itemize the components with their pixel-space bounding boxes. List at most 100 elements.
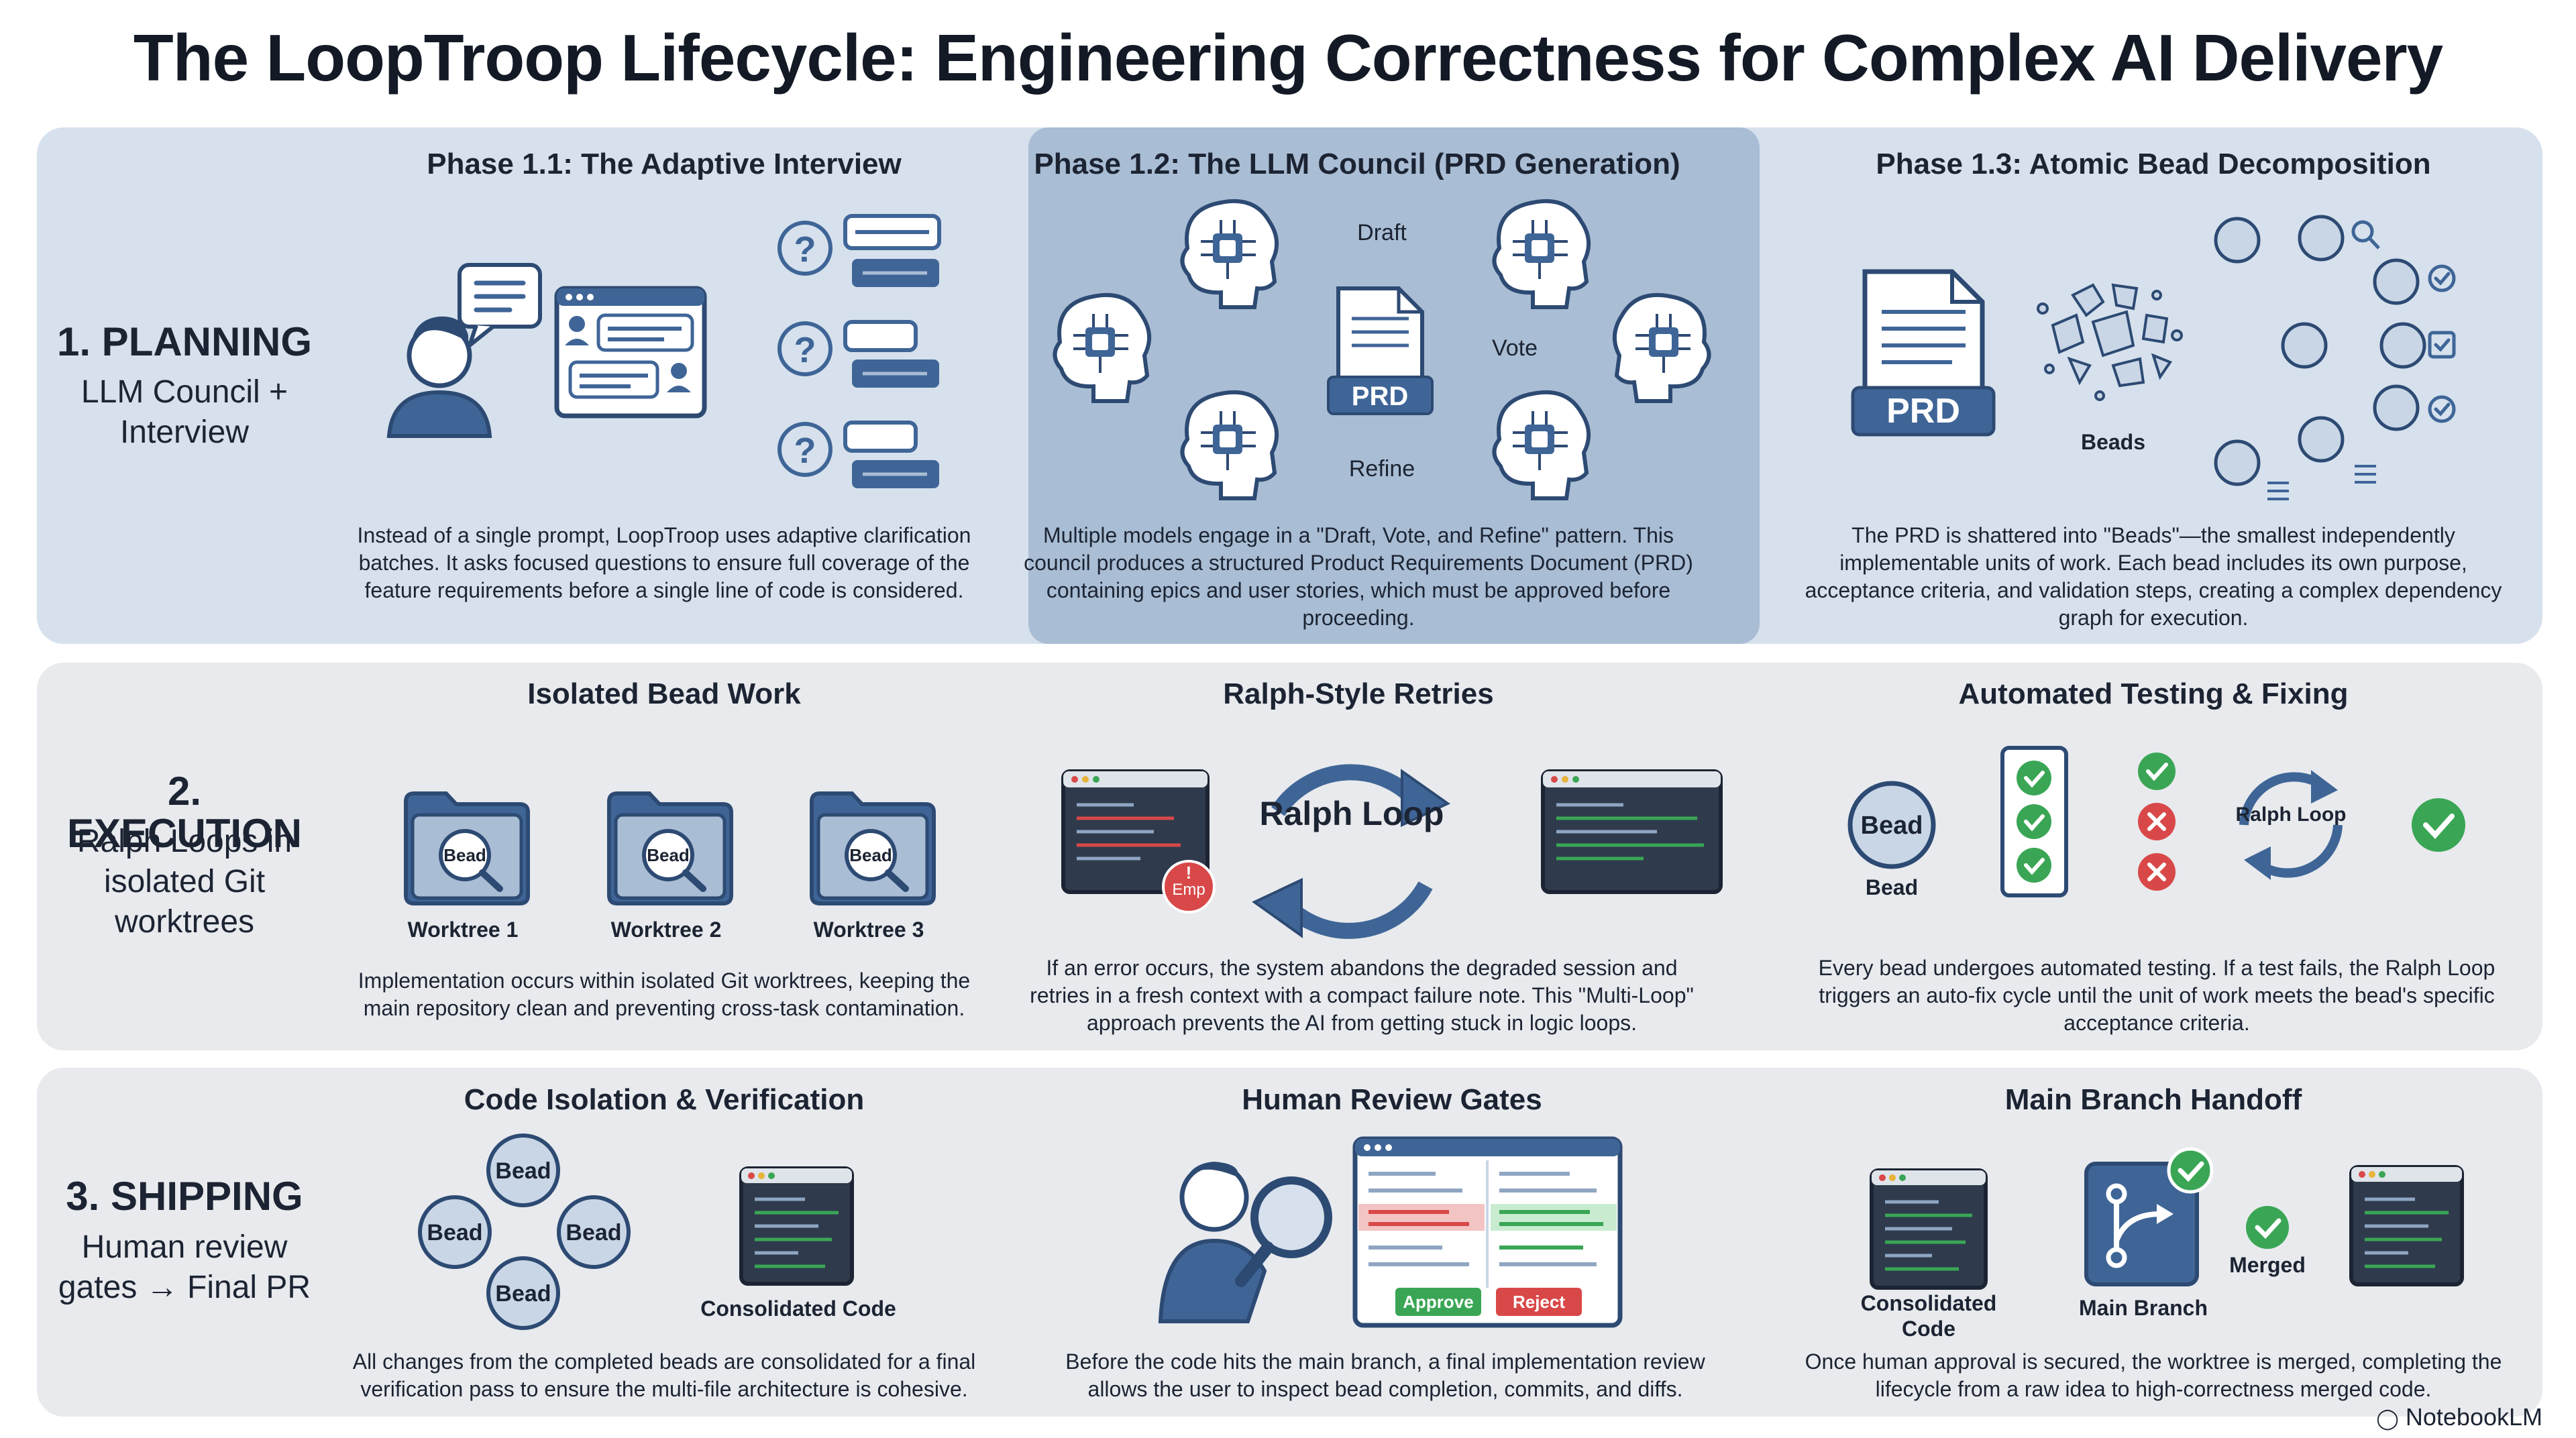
beads-label: Beads (2081, 430, 2145, 454)
main-branch-caption: Main Branch (2078, 1296, 2208, 1320)
page-title: The LoopTroop Lifecycle: Engineering Cor… (133, 21, 2443, 95)
panel-code-isolation-title: Code Isolation & Verification (464, 1083, 865, 1116)
panel-main-branch-description: Once human approval is secured, the work… (1805, 1349, 2502, 1401)
panel-automated-testing-description: Every bead undergoes automated testing. … (1818, 956, 2496, 1035)
prd-badge-label: PRD (1352, 382, 1408, 411)
notebooklm-logo-icon: ◯ (2376, 1408, 2399, 1430)
svg-text:Bead: Bead (1861, 812, 1923, 840)
bead-circles (2214, 215, 2426, 486)
magnifier-icon (1235, 1176, 1332, 1287)
automated-testing-illustration: Bead Ralph Loop (1847, 746, 2465, 897)
error-terminal-icon: Emp ! (1061, 769, 1216, 914)
phase-execution-subtitle: Ralph Loops in isolated Git worktrees (76, 824, 292, 940)
panel-automated-testing-title: Automated Testing & Fixing (1958, 677, 2349, 710)
chat-window-icon (554, 286, 707, 419)
reviewer-person-icon (1158, 1162, 1267, 1323)
person-icon (386, 316, 492, 438)
footer-label: NotebookLM (2405, 1403, 2542, 1431)
bead-cluster: Bead Bead Bead Bead (418, 1133, 631, 1330)
panel-isolated-bead-work-title: Isolated Bead Work (527, 677, 801, 710)
consolidated-code-caption: Consolidated Code (1860, 1291, 1997, 1341)
error-badge: Emp (1172, 881, 1205, 899)
llm-council-illustration: PRD Draft Vote Refine (1033, 195, 1677, 510)
svg-text:Bead: Bead (647, 845, 690, 865)
prd-document-icon: PRD (1851, 269, 1996, 437)
reject-button[interactable]: Reject (1496, 1288, 1582, 1316)
clean-terminal-icon (1541, 769, 1723, 894)
panel-main-branch-title: Main Branch Handoff (2004, 1083, 2302, 1116)
worktree-folders: Bead Bead Bead (396, 778, 946, 932)
prd-badge-label: PRD (1886, 392, 1960, 431)
svg-text:Bead: Bead (849, 845, 892, 865)
ralph-loop-label: Ralph Loop (1260, 795, 1444, 832)
folder-icon: Bead (406, 793, 528, 903)
arrow-head-icon (1252, 877, 1303, 938)
folder-icon: Bead (812, 793, 934, 903)
panel-human-review-description: Before the code hits the main branch, a … (1065, 1349, 1705, 1401)
phase-shipping-title: 3. SHIPPING (66, 1174, 303, 1219)
code-window-icon (739, 1166, 854, 1286)
svg-text:?: ? (794, 229, 816, 270)
svg-text:?: ? (794, 330, 816, 370)
panel-adaptive-interview-title: Phase 1.1: The Adaptive Interview (427, 148, 902, 180)
panel-adaptive-interview-description: Instead of a single prompt, LoopTroop us… (357, 523, 971, 602)
bead-icon: Bead (1847, 781, 1936, 869)
check-icon (2428, 264, 2456, 423)
git-branch-icon (2084, 1147, 2214, 1286)
brain-icon (1182, 201, 1277, 307)
phase-planning-title: 1. PLANNING (56, 319, 313, 364)
svg-text:!: ! (1186, 863, 1192, 883)
success-check-icon (2412, 798, 2465, 852)
brain-icon (1055, 295, 1149, 401)
svg-text:Bead: Bead (495, 1281, 551, 1307)
merged-caption: Merged (2229, 1253, 2306, 1277)
panel-ralph-retries-title: Ralph-Style Retries (1223, 677, 1494, 710)
panel-human-review-title: Human Review Gates (1242, 1083, 1542, 1116)
question-icons: ? ? ? (777, 214, 941, 488)
svg-text:Bead: Bead (443, 845, 486, 865)
merged-check-icon (2246, 1206, 2289, 1249)
ralph-retries-illustration: Emp ! Ralph Loop (1061, 764, 1723, 939)
code-window-icon (1870, 1168, 1988, 1290)
bead-caption: Bead (1865, 875, 1919, 899)
svg-text:Bead: Bead (427, 1220, 482, 1246)
panel-llm-council-description: Multiple models engage in a "Draft, Vote… (1024, 523, 1693, 630)
approve-button[interactable]: Approve (1395, 1288, 1481, 1316)
test-result-icons (2138, 753, 2176, 891)
draft-label: Draft (1357, 220, 1407, 245)
panel-ralph-retries-description: If an error occurs, the system abandons … (1030, 956, 1694, 1035)
phase-shipping-subtitle: Human review gates → Final PR (58, 1229, 311, 1305)
brain-icon (1494, 201, 1589, 307)
phase-execution-title: 2. EXECUTION (66, 769, 303, 856)
panel-bead-decomposition-description: The PRD is shattered into "Beads"—the sm… (1805, 523, 2502, 630)
code-window-icon (2349, 1165, 2464, 1286)
bead-decomposition-illustration: PRD Beads (1851, 215, 2456, 500)
shattered-fragments-icon (2037, 283, 2183, 401)
brain-icon (1494, 392, 1589, 498)
ralph-loop-small-icon: Ralph Loop (2236, 770, 2346, 880)
refine-label: Refine (1349, 456, 1415, 482)
main-branch-illustration (1870, 1147, 2464, 1290)
arrow-head-icon (1401, 769, 1450, 828)
panel-isolated-bead-work-description: Implementation occurs within isolated Gi… (358, 969, 971, 1020)
folder-icon: Bead (609, 793, 731, 903)
svg-text:Bead: Bead (495, 1158, 551, 1184)
worktree-2-label: Worktree 2 (610, 918, 722, 942)
panel-llm-council-title: Phase 1.2: The LLM Council (PRD Generati… (1034, 148, 1680, 180)
phase-planning-subtitle: LLM Council + Interview (80, 374, 288, 450)
brain-icon (1182, 392, 1277, 498)
footer-branding: ◯ NotebookLM (2376, 1403, 2542, 1431)
prd-document-icon: PRD (1327, 286, 1434, 415)
worktree-3-label: Worktree 3 (813, 918, 924, 942)
vote-label: Vote (1492, 335, 1538, 361)
svg-text:?: ? (794, 431, 816, 471)
panel-code-isolation-description: All changes from the completed beads are… (352, 1349, 976, 1401)
interview-illustration: ? ? ? (386, 214, 941, 488)
svg-text:Bead: Bead (566, 1220, 621, 1246)
code-isolation-illustration: Bead Bead Bead Bead (418, 1133, 854, 1330)
panel-bead-decomposition-title: Phase 1.3: Atomic Bead Decomposition (1876, 148, 2431, 180)
human-review-illustration (1158, 1136, 1623, 1328)
speech-bubble-icon (458, 263, 542, 347)
consolidated-code-label: Consolidated Code (700, 1296, 896, 1321)
test-panel-icon (2000, 746, 2068, 897)
